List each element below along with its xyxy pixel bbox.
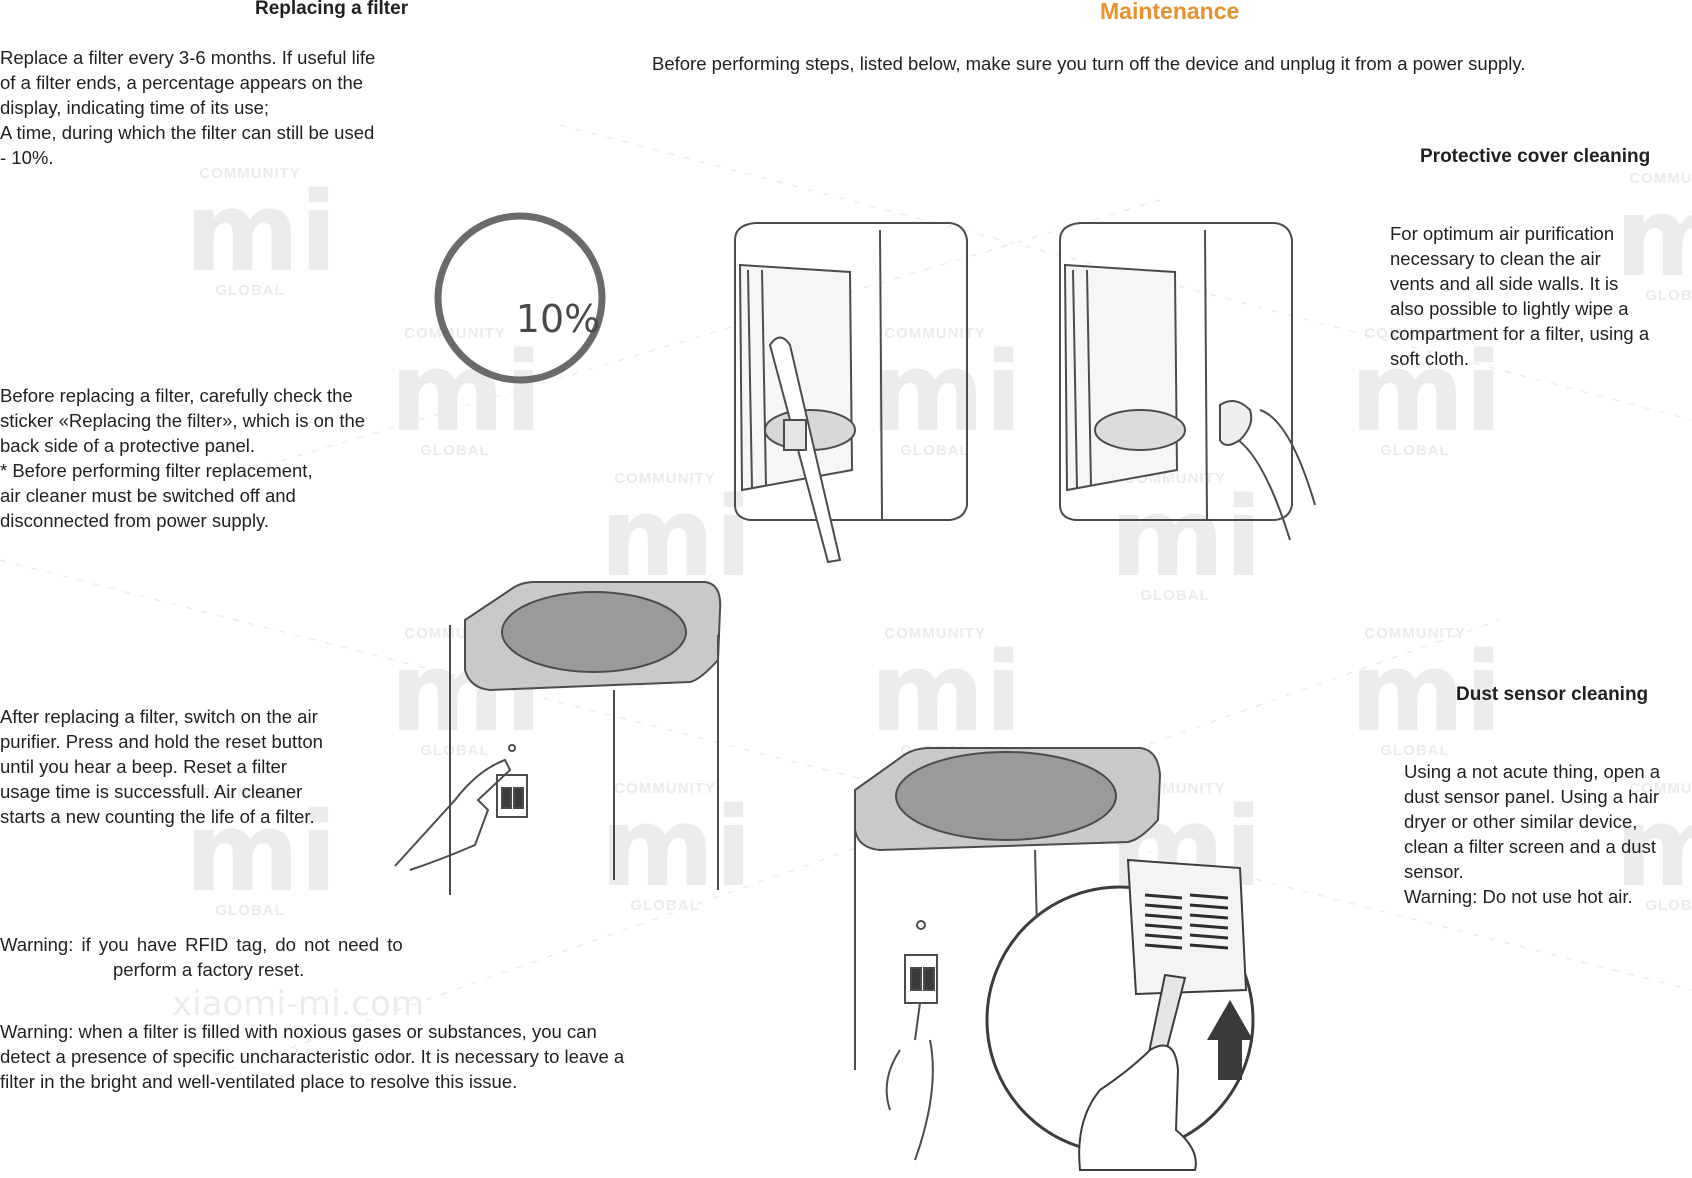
reset-instructions-text: After replacing a filter, switch on the … <box>0 706 323 827</box>
rfid-warning: Warning: if you have RFID tag, do not ne… <box>0 934 403 980</box>
filter-percentage-value: 10% <box>516 297 600 341</box>
reset-button-illustration <box>394 581 722 895</box>
filter-percentage-display-icon: 10% <box>434 212 606 384</box>
dust-sensor-heading: Dust sensor cleaning <box>1456 684 1649 705</box>
dust-sensor-illustration <box>854 747 1162 1161</box>
cleaning-cloth-illustration <box>1059 222 1316 541</box>
replacing-filter-heading: Replacing a filter <box>255 0 409 19</box>
dust-sensor-text: Using a not acute thing, open a dust sen… <box>1404 761 1661 907</box>
intro-text: Before performing steps, listed below, m… <box>652 53 1526 74</box>
dust-sensor-zoom-circle <box>985 858 1255 1171</box>
page-title: Maintenance <box>1100 0 1240 24</box>
up-arrow-icon <box>1207 1000 1253 1080</box>
cover-cleaning-heading: Protective cover cleaning <box>1420 146 1651 167</box>
odor-warning: Warning: when a filter is filled with no… <box>0 1021 625 1092</box>
vacuum-nozzle-illustration <box>734 222 968 564</box>
replacing-filter-intro: Replace a filter every 3-6 months. If us… <box>0 47 376 168</box>
sticker-check-text: Before replacing a filter, carefully che… <box>0 385 366 531</box>
cover-cleaning-text: For optimum air purification necessary t… <box>1390 223 1650 369</box>
